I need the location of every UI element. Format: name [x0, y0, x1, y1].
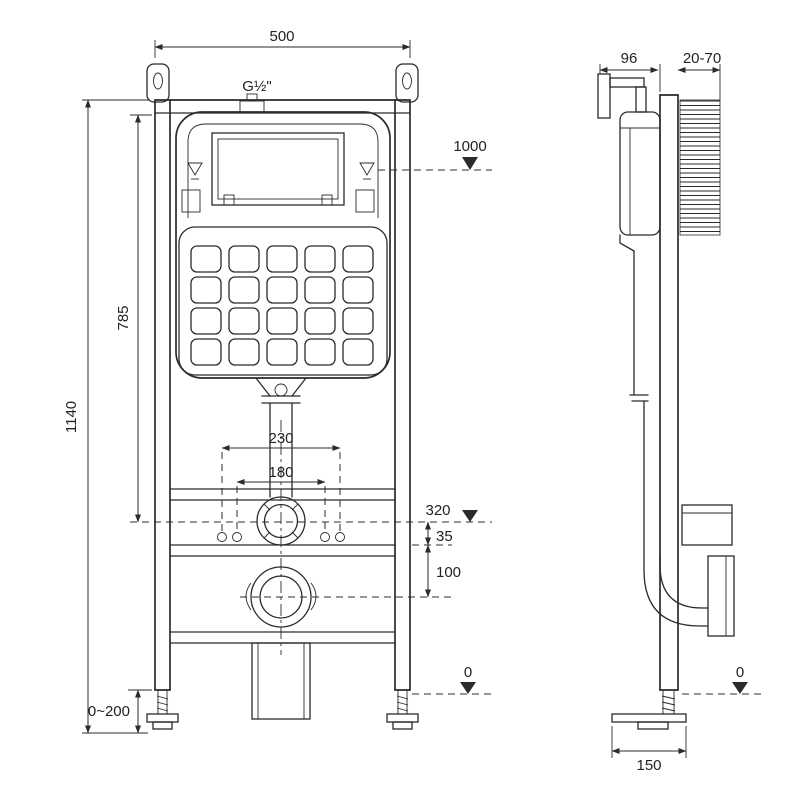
adjustable-foot-right [386, 690, 419, 730]
dim-feet-range-label: 0~200 [88, 703, 130, 720]
dim-96: 96 [599, 50, 661, 92]
fixing-bolt-holes [217, 532, 345, 542]
dim-180: 180 [236, 464, 326, 486]
mounting-tabs [146, 63, 419, 103]
guide-lines [130, 169, 492, 695]
dim-500: 500 [154, 28, 411, 58]
dim-100-label: 100 [436, 564, 461, 581]
cistern-tank [175, 111, 391, 379]
level-0-front-label: 0 [464, 664, 472, 681]
dim-500-label: 500 [269, 28, 294, 45]
dim-785-label: 785 [115, 305, 132, 330]
dim-785: 785 [115, 114, 152, 523]
inlet-thread-label: G½" [242, 78, 272, 95]
cross-members [169, 488, 396, 644]
level-0-front: 0 [460, 664, 476, 694]
dim-96-label: 96 [621, 50, 638, 67]
frame-rails [154, 99, 411, 691]
dim-100: 100 [424, 544, 461, 598]
water-level-symbol-left [187, 162, 203, 180]
dim-150: 150 [611, 726, 687, 774]
level-1000-label: 1000 [453, 138, 486, 155]
wall-bracket-box [681, 504, 733, 546]
waste-elbow [643, 554, 735, 637]
water-level-symbol-right [359, 162, 375, 180]
side-cistern [619, 111, 661, 556]
dim-1140-label: 1140 [63, 401, 80, 433]
level-0-side-label: 0 [736, 664, 744, 681]
dim-180-label: 180 [268, 464, 293, 481]
access-panel [178, 226, 388, 376]
dim-230: 230 [221, 430, 341, 452]
front-view: 500 G½" 1140 785 0~200 230 [63, 28, 492, 734]
dim-20-70-label: 20-70 [683, 50, 721, 67]
level-1000: 1000 [453, 138, 487, 170]
dim-35-label: 35 [436, 528, 453, 545]
dim-230-label: 230 [268, 430, 293, 447]
side-foot [611, 690, 687, 730]
level-320-label: 320 [425, 502, 450, 519]
dim-20-70: 20-70 [677, 50, 721, 100]
wall-hatch [679, 99, 721, 236]
dim-1140: 1140 [63, 99, 150, 734]
level-320: 320 [425, 502, 478, 522]
level-0-side: 0 [682, 664, 762, 695]
adjustable-foot-left [146, 690, 179, 730]
dim-150-label: 150 [636, 757, 661, 774]
dim-35: 35 [424, 521, 453, 546]
dim-feet-range: 0~200 [88, 689, 152, 734]
water-inlet-stub [239, 93, 265, 114]
side-view: 96 20-70 0 150 [597, 50, 762, 774]
